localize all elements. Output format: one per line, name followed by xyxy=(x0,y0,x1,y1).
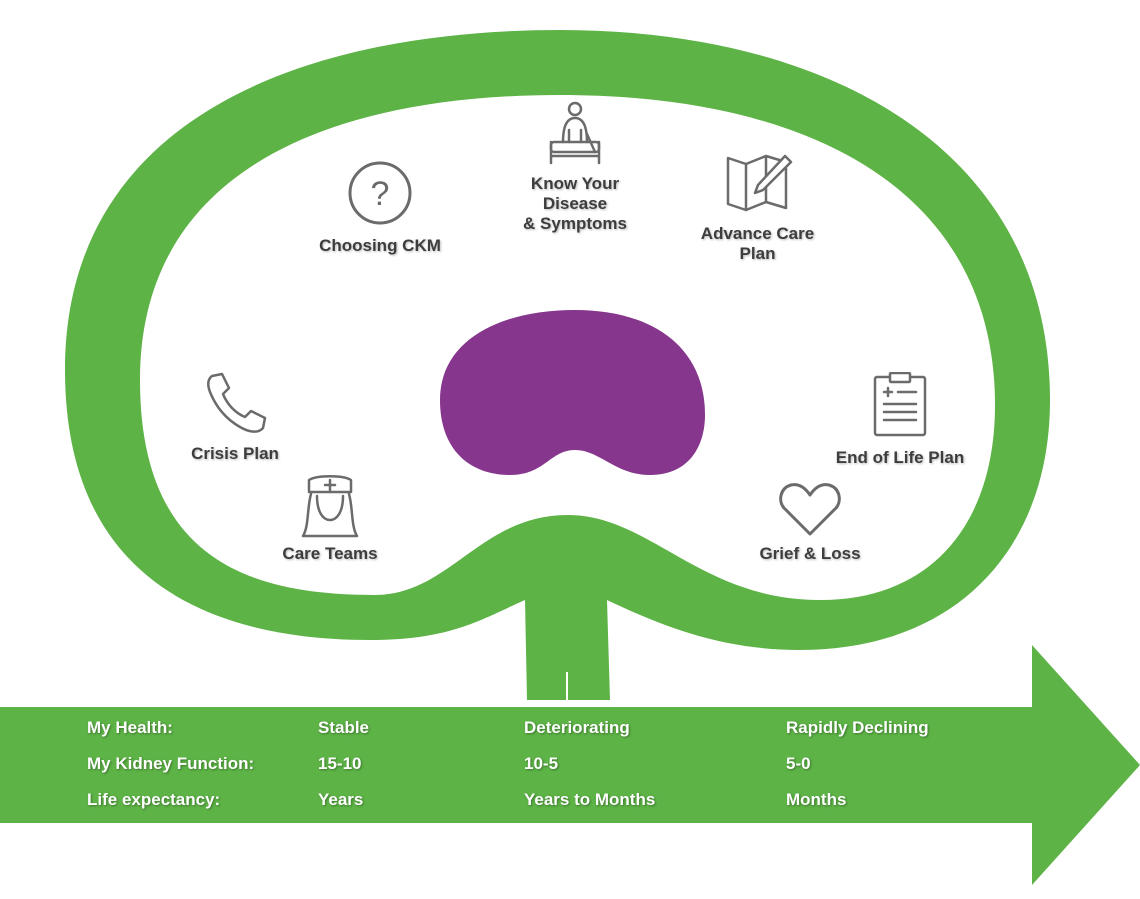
row-label: Life expectancy: xyxy=(87,790,221,809)
node-end-of-life: End of Life Plan xyxy=(825,372,975,468)
row-value: Deteriorating xyxy=(524,718,630,737)
row-value: 15-10 xyxy=(318,754,362,773)
patient-in-bed-icon xyxy=(549,101,601,165)
row-value: Years to Months xyxy=(524,790,656,809)
nurse-icon xyxy=(301,475,359,538)
node-choosing-ckm: ? Choosing CKM xyxy=(300,160,460,256)
timeline-arrow xyxy=(0,645,1140,885)
kidney-outline xyxy=(65,30,1050,700)
row-label: My Kidney Function: xyxy=(87,754,255,773)
question-circle-icon: ? xyxy=(348,161,412,225)
heart-icon xyxy=(779,483,841,536)
row-value: 10-5 xyxy=(524,754,559,773)
node-label: Grief & Loss xyxy=(759,544,861,563)
node-label: Care Teams xyxy=(282,544,378,563)
kidney-core xyxy=(440,310,705,475)
phone-icon xyxy=(207,372,267,433)
node-care-teams: Care Teams xyxy=(265,472,395,564)
node-crisis-plan: Crisis Plan xyxy=(180,372,290,464)
node-label: End of Life Plan xyxy=(835,448,965,467)
svg-text:?: ? xyxy=(371,175,390,213)
row-value: Stable xyxy=(318,718,370,737)
row-label: My Health: xyxy=(87,718,173,737)
clipboard-icon xyxy=(873,372,927,437)
row-value: 5-0 xyxy=(786,754,811,773)
map-pencil-icon xyxy=(726,154,792,212)
node-advance-care: Advance Care Plan xyxy=(685,150,830,264)
node-know-disease: Know Your Disease & Symptoms xyxy=(505,100,645,234)
node-label: Advance Care Plan xyxy=(700,224,815,263)
row-value: Years xyxy=(318,790,364,809)
row-value: Rapidly Declining xyxy=(786,718,929,737)
row-value: Months xyxy=(786,790,847,809)
node-label: Crisis Plan xyxy=(191,444,279,463)
node-label: Know Your Disease & Symptoms xyxy=(523,174,627,233)
node-label: Choosing CKM xyxy=(319,236,441,255)
node-grief-loss: Grief & Loss xyxy=(745,480,875,564)
